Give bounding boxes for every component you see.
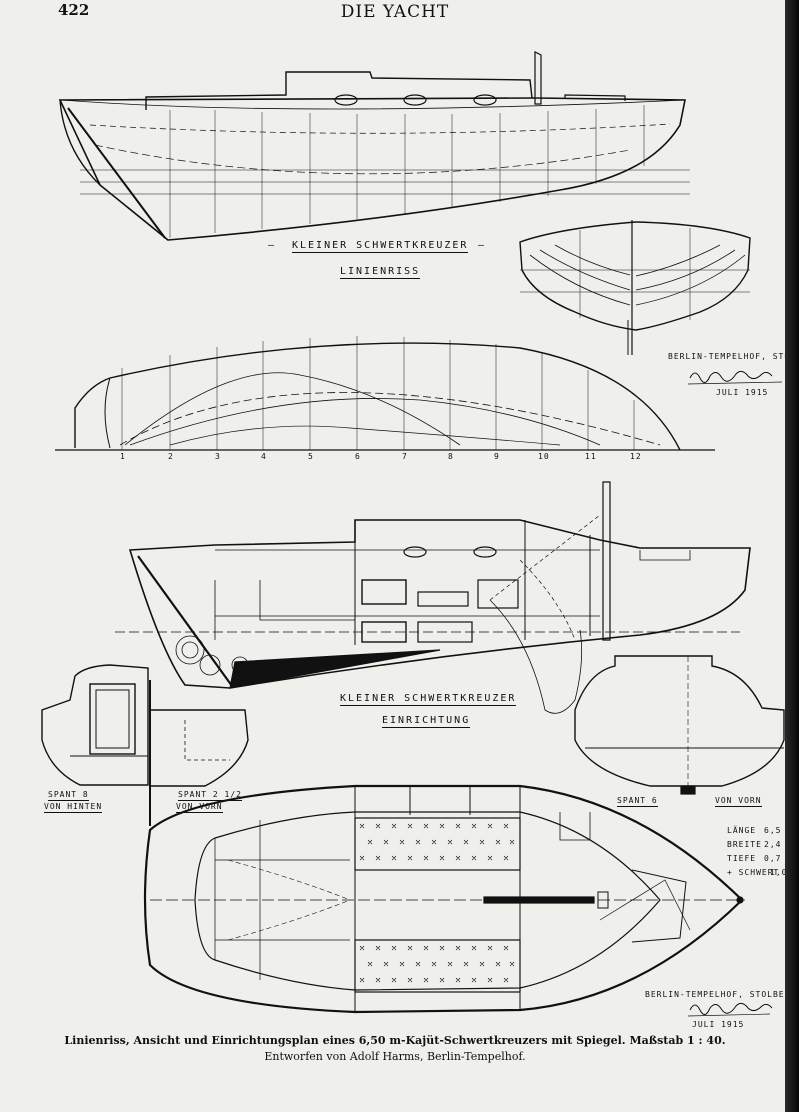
station-number: 1	[120, 452, 126, 461]
figure-credit: Entworfen von Adolf Harms, Berlin-Tempel…	[264, 1050, 526, 1063]
station-number: 8	[448, 452, 454, 461]
page-binding-edge	[785, 0, 799, 1112]
station-number: 7	[402, 452, 408, 461]
label-spant-8-view: VON HINTEN	[44, 802, 103, 813]
drawing1-title: KLEINER SCHWERTKREUZER	[292, 240, 469, 253]
dimension-value: 1,0	[770, 868, 788, 877]
caption-scale: Maßstab 1 : 40.	[629, 1034, 726, 1047]
station-number: 6	[355, 452, 361, 461]
page-header: DIE YACHT	[340, 2, 450, 22]
body-plan-drawing	[519, 220, 751, 355]
dimension-label: + SCHWERT	[727, 868, 780, 877]
signature-adolf-harms	[687, 370, 783, 1017]
label-spant-8: SPANT 8	[48, 790, 89, 801]
drawing1-title-rule-left: —	[268, 240, 277, 251]
label-spant-2-view: VON VORN	[176, 802, 223, 813]
dimension-value: 2,4	[764, 840, 782, 849]
section-spant-6-drawing	[574, 655, 785, 795]
station-number: 9	[494, 452, 500, 461]
dimension-value: 6,5	[764, 826, 782, 835]
station-number: 5	[308, 452, 314, 461]
station-number: 12	[630, 452, 642, 461]
station-number: 4	[261, 452, 267, 461]
drawing2-credit-location: BERLIN-TEMPELHOF, STOLBERGSTR.	[645, 990, 790, 999]
drawing1-credit-location: BERLIN-TEMPELHOF, STOLBERGSTR.	[668, 352, 790, 361]
figure-caption: Linienriss, Ansicht und Einrichtungsplan…	[0, 1034, 790, 1047]
drawing1-credit-date: JULI 1915	[716, 388, 769, 397]
deck-plan-drawing	[143, 784, 745, 1014]
drawing2-subtitle: EINRICHTUNG	[382, 715, 471, 728]
label-spant-6: SPANT 6	[617, 796, 658, 807]
dimension-value: 0,7	[764, 854, 782, 863]
dimension-label: TIEFE	[727, 854, 757, 863]
label-spant-2: SPANT 2 1/2	[178, 790, 242, 801]
station-number: 2	[168, 452, 174, 461]
caption-text: Linienriss, Ansicht und Einrichtungsplan…	[64, 1034, 626, 1047]
waterlines-drawing	[55, 336, 715, 451]
station-number: 10	[538, 452, 550, 461]
station-number: 11	[585, 452, 597, 461]
label-spant-6-view: VON VORN	[715, 796, 762, 807]
drawing2-credit-date: JULI 1915	[692, 1020, 745, 1029]
interior-profile-drawing	[115, 481, 751, 714]
section-spant-8-drawing	[41, 664, 249, 826]
drawing2-title: KLEINER SCHWERTKREUZER	[340, 693, 517, 706]
drawing1-subtitle: LINIENRISS	[340, 266, 421, 279]
cushion-pattern	[359, 823, 515, 983]
profile-lines-drawing	[58, 51, 690, 241]
drawing1-title-rule-right: —	[478, 240, 487, 251]
dimension-label: LÄNGE	[727, 826, 757, 835]
page-number: 422	[58, 1, 90, 19]
dimension-label: BREITE	[727, 840, 762, 849]
station-number: 3	[215, 452, 221, 461]
